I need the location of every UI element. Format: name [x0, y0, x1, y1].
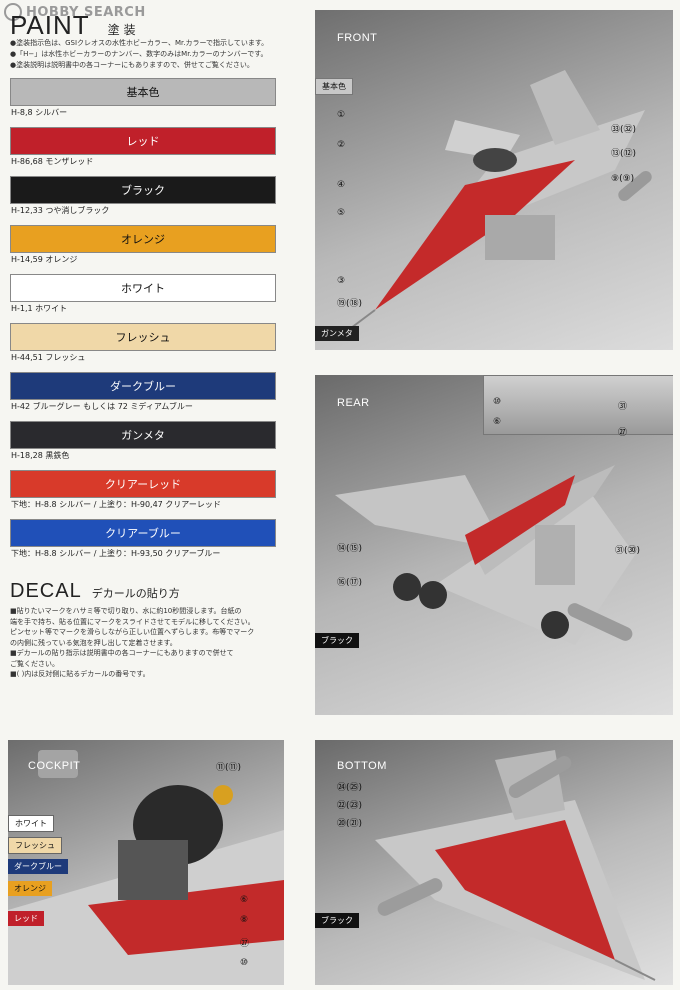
- paint-swatch-label: ガンメタ: [121, 429, 165, 442]
- cockpit-title: COCKPIT: [28, 760, 81, 772]
- rear-label-black: ブラック: [315, 633, 359, 648]
- bottom-aircraft-illustration: [375, 750, 656, 981]
- cockpit-label-red: レッド: [8, 911, 44, 926]
- paint-swatch-label: フレッシュ: [115, 331, 171, 344]
- decal-note: ご覧ください。: [10, 659, 59, 668]
- paint-swatch: ダークブルー: [10, 372, 276, 400]
- paint-swatch: ホワイト: [10, 274, 276, 302]
- bottom-title: BOTTOM: [337, 760, 387, 772]
- rear-callout: ⑥: [493, 417, 502, 427]
- paint-color-name: H-8,8 シルバー: [11, 108, 68, 117]
- front-callout: ②: [337, 140, 346, 150]
- paint-swatch: ガンメタ: [10, 421, 276, 449]
- paint-note: ●「H−」は水性ホビーカラーのナンバー、数字のみはMr.カラーのナンバーです。: [10, 50, 268, 58]
- paint-color-name: H-86,68 モンザレッド: [11, 157, 94, 166]
- paint-header: PAINT 塗装: [10, 10, 140, 41]
- paint-swatch-label: クリアーブルー: [105, 527, 181, 540]
- front-photo-panel: FRONT 基本色 ガンメタ ① ② ④ ⑤ ③ ⑲(⑱) ㉝(㉜) ⑬(⑫) …: [315, 10, 673, 350]
- rear-callout: ⑭(⑮): [337, 544, 363, 554]
- bottom-callout: ㉔(㉕): [337, 783, 363, 793]
- paint-color-name: H-14,59 オレンジ: [11, 255, 78, 264]
- decal-note: ■貼りたいマークをハサミ等で切り取り、水に約10秒間浸します。台紙の: [10, 607, 242, 615]
- rear-callout: ㉛: [618, 402, 628, 412]
- cockpit-label-white: ホワイト: [8, 815, 54, 832]
- paint-swatch: クリアーブルー: [10, 519, 276, 547]
- rear-title: REAR: [337, 397, 370, 409]
- rear-aircraft-illustration: [335, 465, 635, 645]
- rear-inset-detail: [483, 375, 673, 435]
- cockpit-photo-panel: COCKPIT ホワイト フレッシュ ダークブルー オレンジ レッド ⑪(⑪) …: [8, 740, 284, 985]
- decal-note: 端を手で持ち、貼る位置にマークをスライドさせてモデルに移してください。: [10, 617, 255, 626]
- paint-swatch: ブラック: [10, 176, 276, 204]
- cockpit-callout: ⑥: [240, 895, 249, 905]
- paint-swatch-label: クリアーレッド: [104, 478, 182, 491]
- front-label-base-color: 基本色: [315, 78, 353, 95]
- paint-swatch: フレッシュ: [10, 323, 276, 351]
- cockpit-callout: ⑧: [240, 915, 249, 925]
- bottom-label-black: ブラック: [315, 913, 359, 928]
- rear-callout: ⑯(⑰): [337, 578, 363, 588]
- paint-note: ●塗装説明は説明書中の各コーナーにもありますので、併せてご覧ください。: [10, 61, 254, 69]
- paint-swatch-label: ブラック: [121, 184, 165, 197]
- paint-note: ●塗装指示色は、GSIクレオスの水性ホビーカラー、Mr.カラーで指示しています。: [10, 39, 269, 47]
- front-aircraft-illustration: [334, 70, 652, 341]
- paint-title-jp: 塗装: [107, 23, 140, 37]
- paint-swatch-label: オレンジ: [121, 233, 165, 246]
- paint-color-name: H-1,1 ホワイト: [11, 304, 68, 313]
- cockpit-callout: ㉗: [240, 939, 250, 949]
- paint-color-name: H-18,28 黒鉄色: [11, 451, 70, 460]
- paint-swatch-label: レッド: [126, 135, 160, 148]
- cockpit-illustration: [8, 750, 284, 985]
- front-callout: ①: [337, 110, 346, 120]
- front-callout: ㉝(㉜): [611, 125, 637, 135]
- paint-color-name: H-12,33 つや消しブラック: [11, 206, 110, 215]
- paint-swatch: クリアーレッド: [10, 470, 276, 498]
- front-callout: ⑤: [337, 208, 346, 218]
- paint-swatch: 基本色: [10, 78, 276, 106]
- paint-swatch-label: ホワイト: [121, 282, 165, 295]
- decal-note: ■デカールの貼り指示は説明書中の各コーナーにもありますので併せて: [10, 649, 234, 657]
- paint-swatch-label: 基本色: [126, 86, 160, 99]
- rear-photo-panel: REAR ブラック ⑭(⑮) ⑯(⑰) ㉛(㉚) ⑩ ⑥ ㉛ ㉗: [315, 375, 673, 715]
- front-label-gunmetal: ガンメタ: [315, 326, 359, 341]
- front-callout: ⑲(⑱): [337, 299, 363, 309]
- bottom-callout: ⑳(㉑): [337, 819, 363, 829]
- watermark: HOBBY SEARCH: [4, 3, 146, 21]
- paint-color-name: H-42 ブルーグレー もしくは 72 ミディアムブルー: [11, 402, 193, 411]
- rear-callout: ㉛(㉚): [615, 546, 641, 556]
- front-callout: ③: [337, 276, 346, 286]
- decal-title-jp: デカールの貼り方: [91, 587, 180, 600]
- decal-note: ピンセット等でマークを滑らしながら正しい位置へずらします。布等でマーク: [10, 628, 255, 636]
- cockpit-callout: ⑩: [240, 958, 249, 968]
- cockpit-label-orange: オレンジ: [8, 881, 52, 896]
- bottom-callout: ㉒(㉓): [337, 801, 363, 811]
- paint-swatch-label: ダークブルー: [110, 380, 176, 393]
- logo-icon: [4, 3, 22, 21]
- rear-callout: ㉗: [618, 428, 628, 438]
- cockpit-label-dark-blue: ダークブルー: [8, 859, 68, 874]
- bottom-photo-panel: BOTTOM ブラック ㉔(㉕) ㉒(㉓) ⑳(㉑): [315, 740, 673, 985]
- watermark-text: HOBBY SEARCH: [26, 4, 146, 20]
- paint-swatch: オレンジ: [10, 225, 276, 253]
- paint-color-list: 基本色 H-8,8 シルバーレッド H-86,68 モンザレッドブラック H-12,3…: [10, 78, 276, 568]
- front-callout: ④: [337, 180, 346, 190]
- decal-note: の内側に残っている気泡を押し出して定着させます。: [10, 638, 177, 647]
- paint-notes: ●塗装指示色は、GSIクレオスの水性ホビーカラー、Mr.カラーで指示しています。…: [10, 38, 280, 71]
- paint-title: PAINT: [10, 10, 90, 40]
- decal-header: DECAL デカールの貼り方: [10, 580, 180, 603]
- cockpit-label-flesh: フレッシュ: [8, 837, 62, 854]
- cockpit-callout: ⑪(⑪): [216, 763, 242, 773]
- front-callout: ⑨(⑨): [611, 174, 635, 184]
- paint-color-name: 下地：H-8.8 シルバー / 上塗り：H-90,47 クリアーレッド: [11, 500, 221, 509]
- front-callout: ⑬(⑫): [611, 149, 637, 159]
- paint-swatch: レッド: [10, 127, 276, 155]
- decal-notes: ■貼りたいマークをハサミ等で切り取り、水に約10秒間浸します。台紙の 端を手で持…: [10, 606, 276, 680]
- rear-callout: ⑩: [493, 397, 502, 407]
- paint-color-name: H-44,51 フレッシュ: [11, 353, 86, 362]
- front-title: FRONT: [337, 32, 378, 44]
- decal-title: DECAL: [10, 580, 82, 602]
- paint-color-name: 下地：H-8.8 シルバー / 上塗り：H-93,50 クリアーブルー: [11, 549, 221, 558]
- decal-note: ■( )内は反対側に貼るデカールの番号です。: [10, 670, 150, 678]
